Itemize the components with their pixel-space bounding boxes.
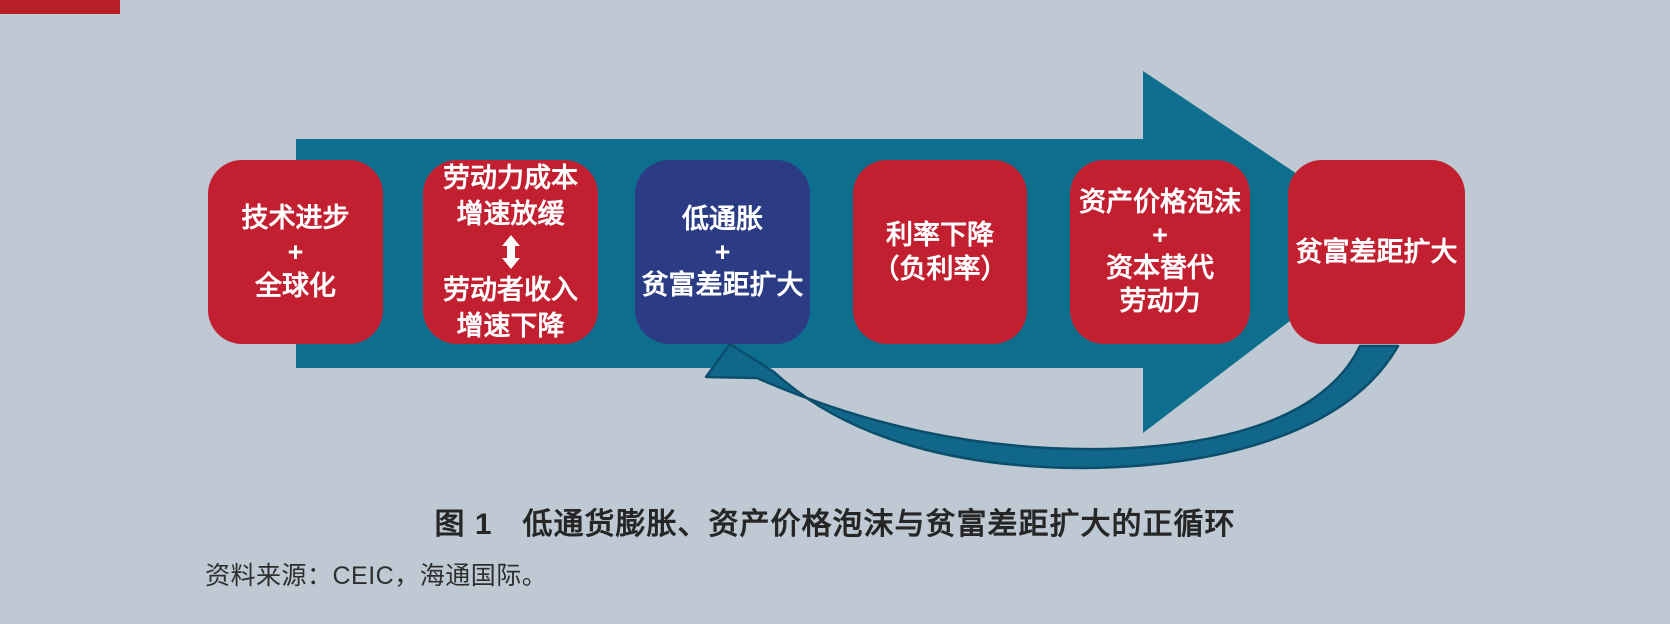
node-line: 全球化 [255, 271, 336, 301]
source-note: 资料来源：CEIC，海通国际。 [205, 562, 548, 590]
node-line: （负利率） [872, 254, 1008, 284]
node-tech-globalization: 技术进步 + 全球化 [208, 160, 383, 344]
node-line: 增速下降 [456, 311, 565, 341]
node-wealth-gap: 贫富差距扩大 [1288, 160, 1465, 344]
node-asset-bubble-capital: 资产价格泡沫 + 资本替代 劳动力 [1070, 160, 1250, 344]
figure-label: 图 1 [434, 508, 493, 541]
node-line: 利率下降 [886, 220, 994, 250]
node-line: 贫富差距扩大 [641, 269, 804, 300]
node-line: 增速放缓 [456, 199, 565, 229]
page-corner-banner [0, 0, 120, 14]
plus-sign: + [1152, 220, 1168, 250]
node-line: 劳动者收入 [443, 275, 578, 305]
node-line: 资本替代 [1106, 253, 1214, 283]
feedback-loop-arrow [704, 342, 1400, 470]
plus-sign: + [287, 237, 304, 267]
figure-caption: 图 1 低通货膨胀、资产价格泡沫与贫富差距扩大的正循环 [0, 499, 1670, 543]
node-low-inflation-gap: 低通胀 + 贫富差距扩大 [635, 160, 810, 344]
up-down-arrow-icon [501, 235, 520, 269]
node-line: 劳动力 [1119, 286, 1201, 316]
node-line: 贫富差距扩大 [1295, 237, 1458, 267]
figure-title: 低通货膨胀、资产价格泡沫与贫富差距扩大的正循环 [522, 508, 1236, 541]
plus-sign: + [714, 236, 731, 267]
node-line: 低通胀 [682, 203, 763, 234]
node-labor-cost-income: 劳动力成本 增速放缓 劳动者收入 增速下降 [423, 160, 598, 344]
node-line: 资产价格泡沫 [1079, 187, 1241, 217]
node-line: 劳动力成本 [443, 163, 578, 193]
node-rate-decline: 利率下降 （负利率） [853, 160, 1027, 344]
node-line: 技术进步 [241, 203, 350, 233]
